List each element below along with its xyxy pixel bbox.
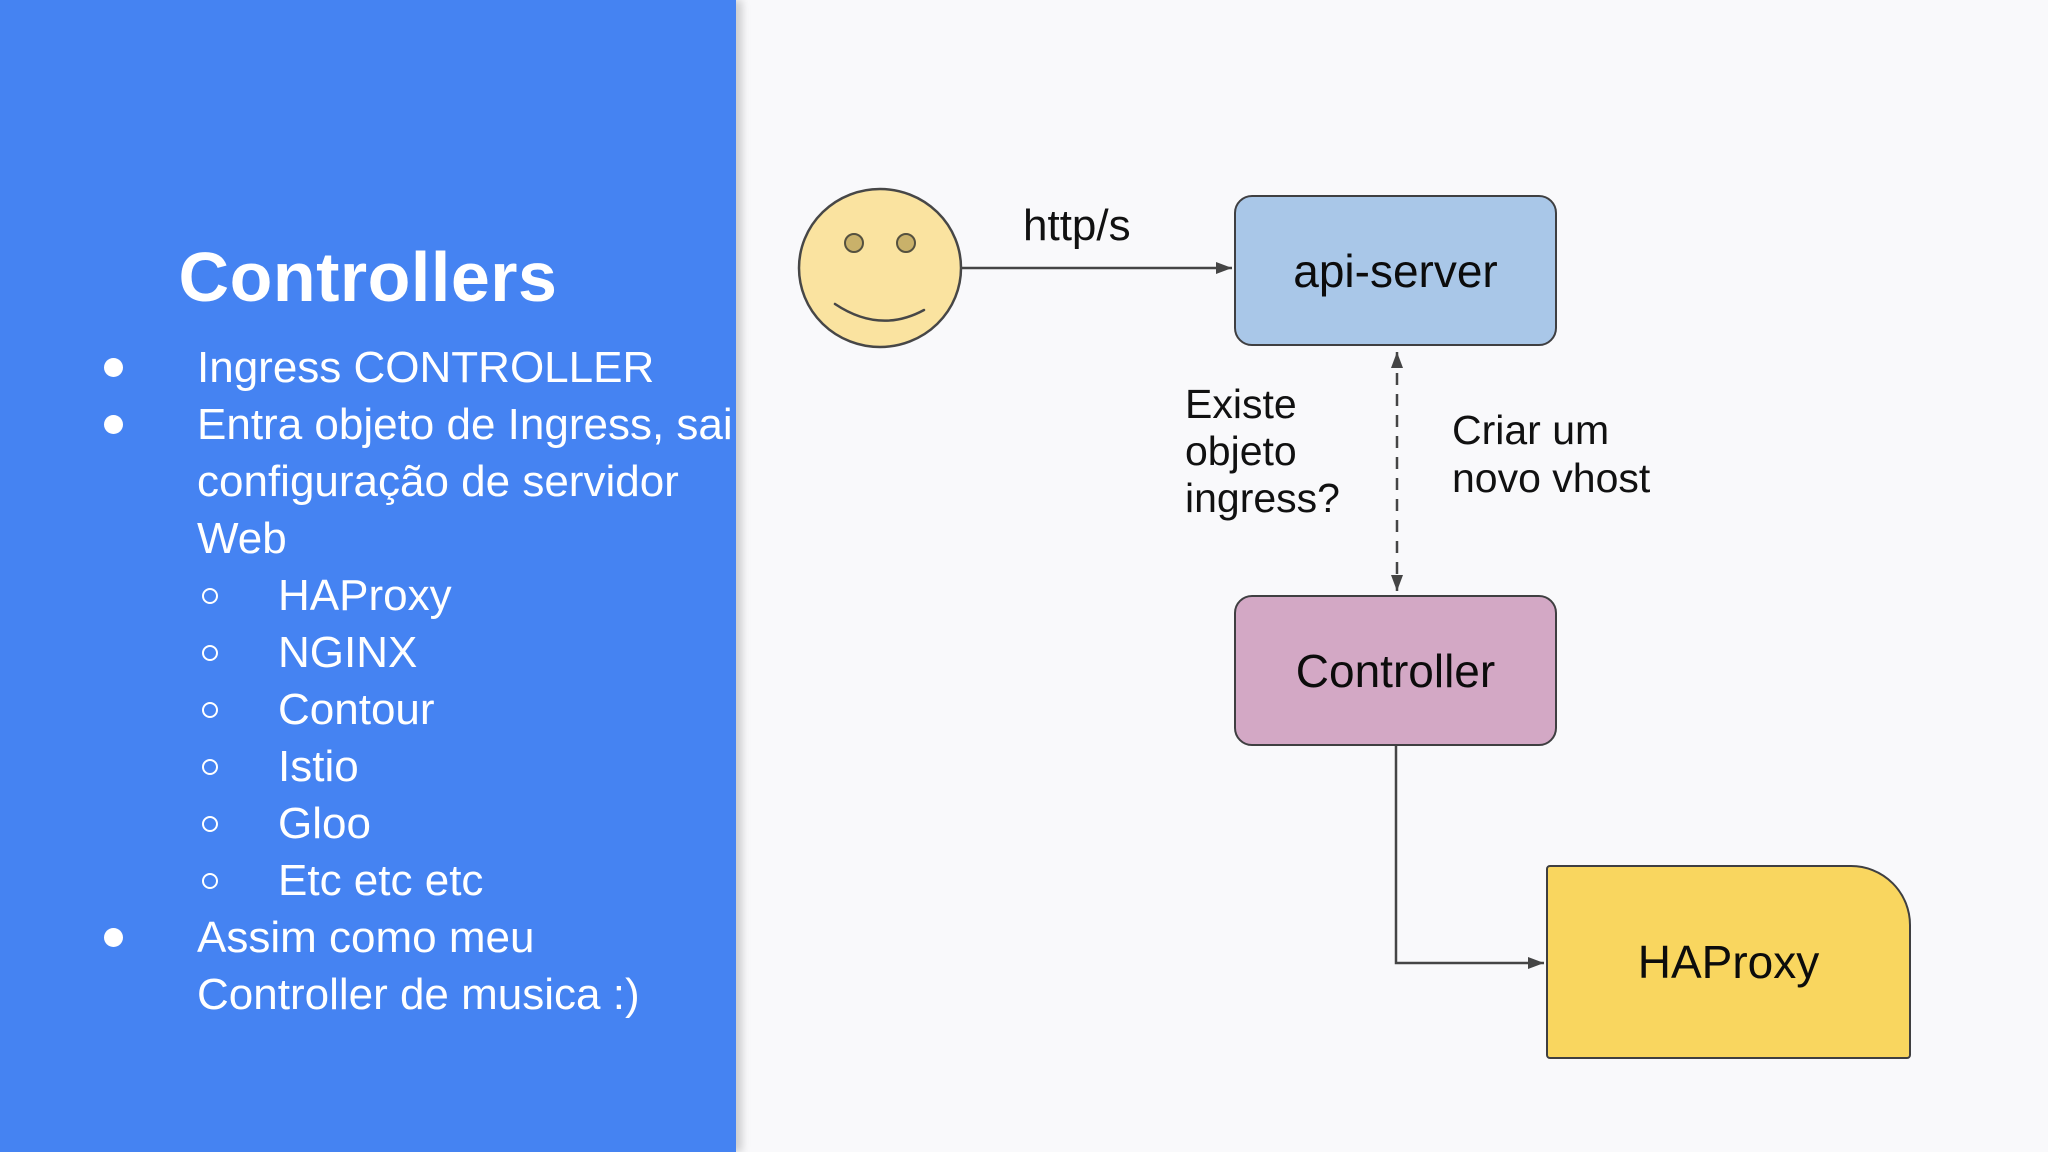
bullet-item: HAProxy xyxy=(0,567,736,624)
bullet-item: Contour xyxy=(0,681,736,738)
left-panel: Controllers Ingress CONTROLLER Entra obje… xyxy=(0,0,736,1152)
elbow-arrow xyxy=(1394,746,1544,969)
haproxy-node: HAProxy xyxy=(1546,865,1911,1059)
bullet-text: Etc etc etc xyxy=(278,856,484,905)
disc-bullet-icon xyxy=(104,928,123,947)
bullet-item: Etc etc etc xyxy=(0,852,736,909)
bullet-text: Gloo xyxy=(278,799,371,848)
label-http: http/s xyxy=(1023,201,1131,250)
label-criar: Criar um novo vhost xyxy=(1452,407,1651,501)
bullet-text: NGINX xyxy=(278,628,418,677)
circle-bullet-icon xyxy=(202,759,218,775)
disc-bullet-icon xyxy=(104,358,123,377)
controller-node: Controller xyxy=(1234,595,1557,746)
bullet-item: Gloo xyxy=(0,795,736,852)
bullet-item: Istio xyxy=(0,738,736,795)
circle-bullet-icon xyxy=(202,873,218,889)
controller-label: Controller xyxy=(1295,644,1496,697)
circle-bullet-icon xyxy=(202,645,218,661)
smiley-face-icon xyxy=(796,186,964,350)
bullet-text: Contour xyxy=(278,685,435,734)
circle-bullet-icon xyxy=(202,816,218,832)
label-existe: Existe objeto ingress? xyxy=(1185,381,1340,521)
bullet-list: Ingress CONTROLLER Entra objeto de Ingres… xyxy=(0,339,736,1023)
circle-bullet-icon xyxy=(202,702,218,718)
circle-bullet-icon xyxy=(202,588,218,604)
haproxy-label: HAProxy xyxy=(1637,936,1820,988)
disc-bullet-icon xyxy=(104,415,123,434)
bullet-item: Ingress CONTROLLER xyxy=(0,339,736,396)
bullet-text: Istio xyxy=(278,742,359,791)
bullet-item: NGINX xyxy=(0,624,736,681)
api-server-node: api-server xyxy=(1234,195,1557,346)
bullet-text: Ingress CONTROLLER xyxy=(197,343,655,392)
api-server-label: api-server xyxy=(1293,244,1498,297)
bullet-text: HAProxy xyxy=(278,571,452,620)
page-title: Controllers xyxy=(178,237,558,316)
